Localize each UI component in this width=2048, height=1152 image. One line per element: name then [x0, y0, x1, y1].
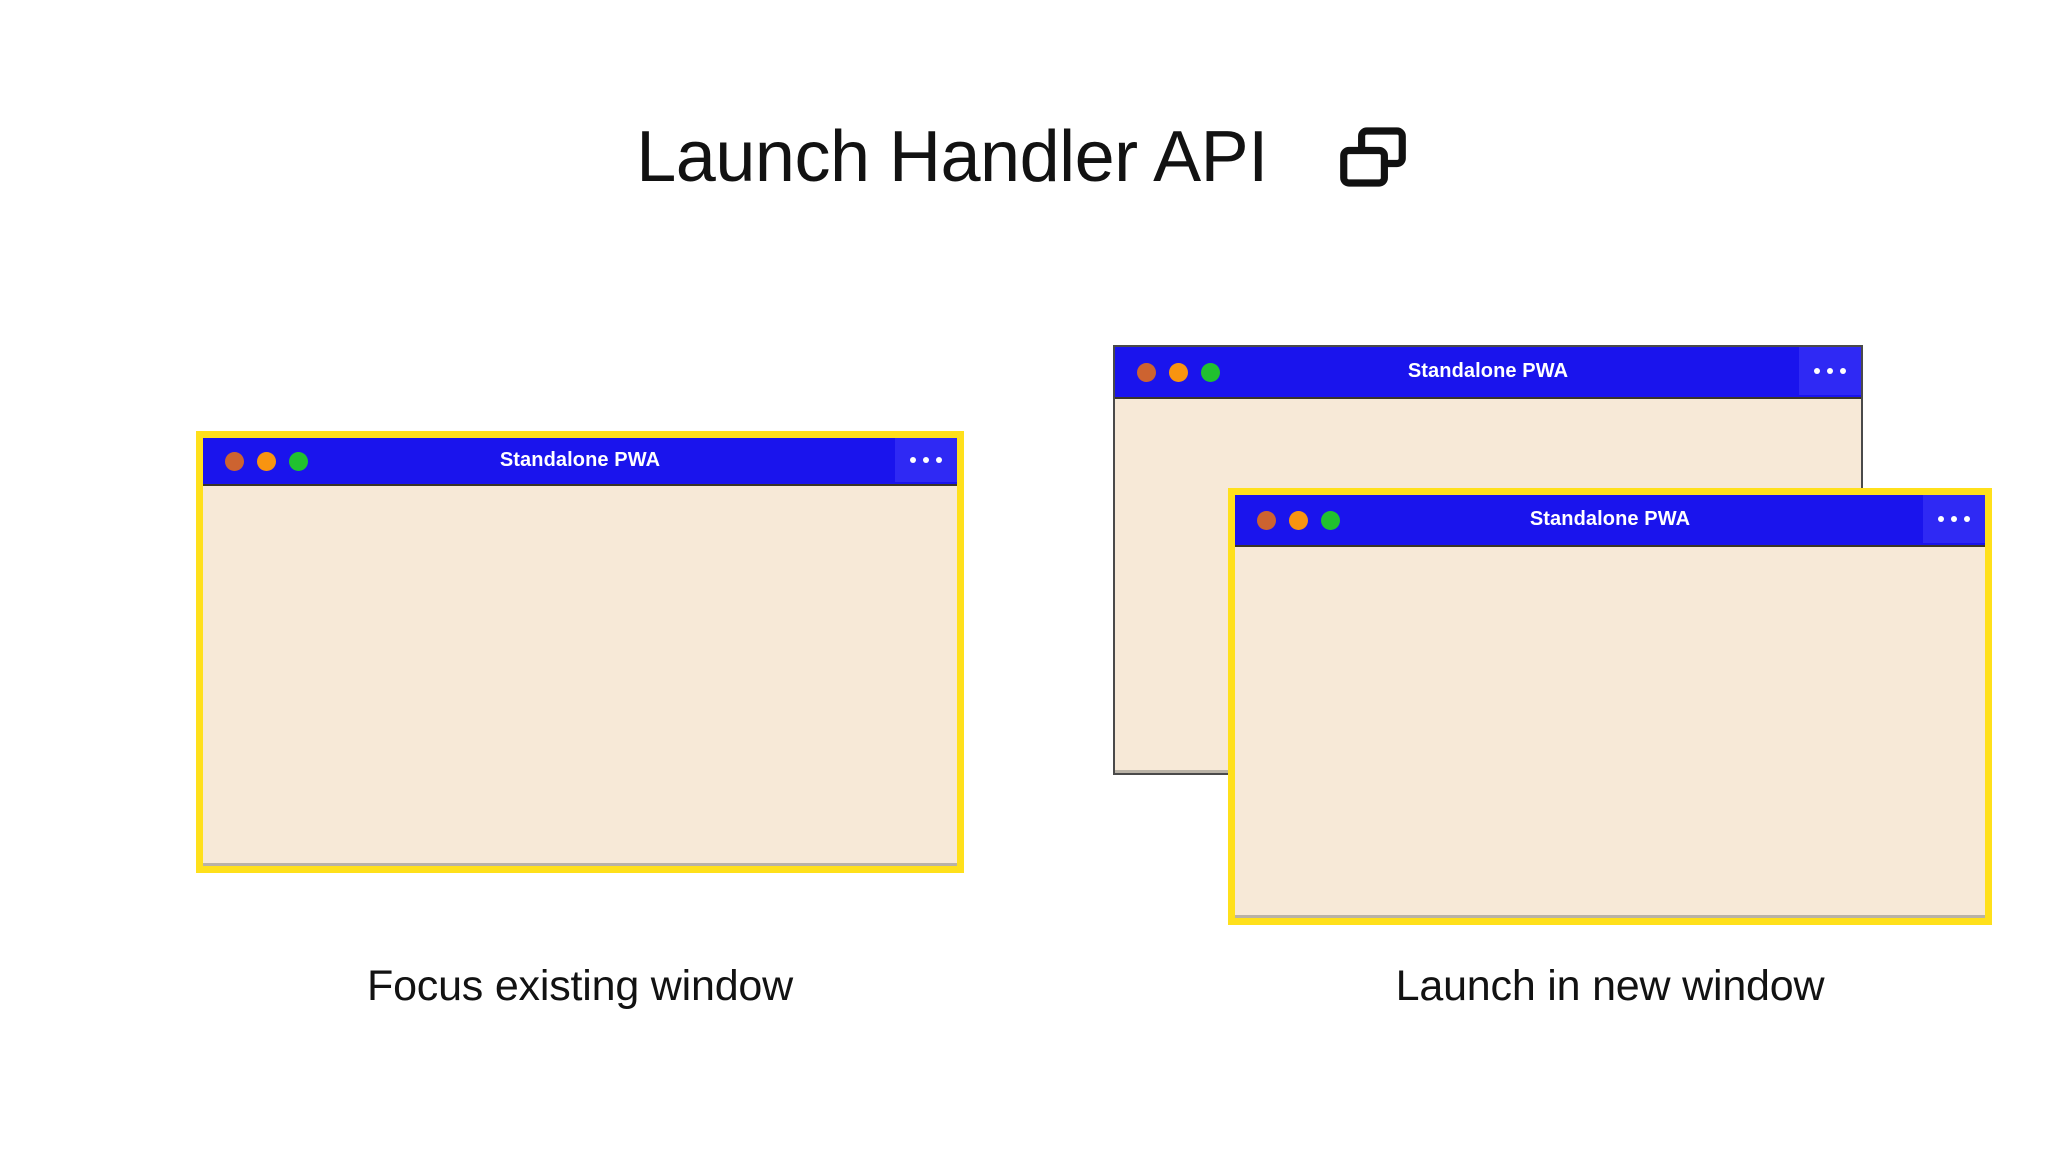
pwa-window-new[interactable]: Standalone PWA	[1228, 488, 1992, 925]
maximize-button[interactable]	[289, 451, 308, 471]
traffic-lights	[203, 451, 308, 471]
maximize-button[interactable]	[1201, 362, 1220, 382]
minimize-button[interactable]	[257, 451, 276, 471]
window-title: Standalone PWA	[1407, 359, 1569, 382]
minimize-button[interactable]	[1289, 510, 1308, 530]
window-content-area	[203, 486, 957, 866]
traffic-lights	[1235, 510, 1340, 530]
window-titlebar[interactable]: Standalone PWA	[1115, 347, 1861, 399]
multi-window-icon	[1339, 127, 1406, 187]
window-inner: Standalone PWA	[203, 438, 957, 866]
overflow-menu-icon[interactable]	[1923, 495, 1985, 543]
close-button[interactable]	[1137, 362, 1156, 382]
page-title: Launch Handler API	[636, 117, 1268, 197]
pwa-window-focused[interactable]: Standalone PWA	[196, 431, 964, 873]
close-button[interactable]	[225, 451, 244, 471]
caption-focus-existing-window: Focus existing window	[367, 962, 793, 1010]
traffic-lights	[1115, 362, 1220, 382]
close-button[interactable]	[1257, 510, 1276, 530]
caption-launch-in-new-window: Launch in new window	[1395, 962, 1825, 1010]
window-title: Standalone PWA	[499, 448, 661, 471]
overflow-menu-icon[interactable]	[895, 438, 957, 482]
window-titlebar[interactable]: Standalone PWA	[1235, 495, 1985, 547]
minimize-button[interactable]	[1169, 362, 1188, 382]
window-title: Standalone PWA	[1529, 507, 1691, 530]
overflow-menu-icon[interactable]	[1799, 347, 1861, 395]
window-inner: Standalone PWA	[1235, 495, 1985, 918]
maximize-button[interactable]	[1321, 510, 1340, 530]
window-content-area	[1235, 547, 1985, 918]
window-titlebar[interactable]: Standalone PWA	[203, 438, 957, 486]
page-header: Launch Handler API	[0, 118, 2048, 196]
